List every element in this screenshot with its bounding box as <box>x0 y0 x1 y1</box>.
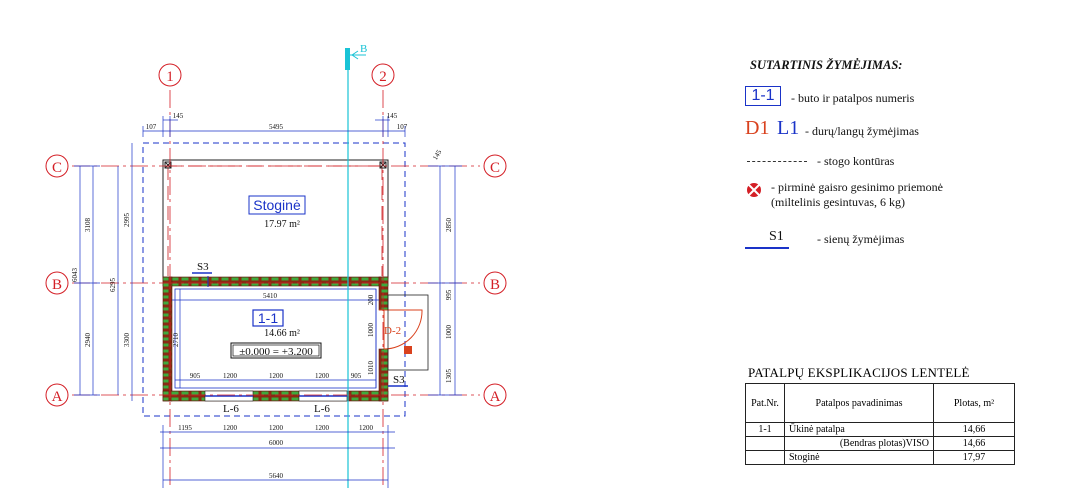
axis-bubble <box>45 271 69 295</box>
door-label: D-2 <box>384 325 401 337</box>
dim-label: 1195 <box>178 424 192 432</box>
axis-label: C <box>52 160 62 176</box>
canopy-name: Stoginė <box>253 197 301 213</box>
legend-wall-line <box>745 247 789 249</box>
dim-label: 2940 <box>84 333 92 348</box>
legend-title: SUTARTINIS ŽYMĖJIMAS: <box>750 58 903 72</box>
explication-table: Pat.Nr. Patalpos pavadinimas Plotas, m² … <box>745 383 1015 465</box>
axis-label: B <box>52 277 62 293</box>
dim-label: 107 <box>146 123 157 131</box>
legend-fire-text-2: (miltelinis gesintuvas, 6 kg) <box>771 195 905 209</box>
dim-label: 995 <box>445 289 453 300</box>
table-header: Pat.Nr. <box>745 383 785 423</box>
axis-bubble <box>483 383 507 407</box>
table-title: PATALPŲ EKSPLIKACIJOS LENTELĖ <box>748 365 970 380</box>
dim-label: 145 <box>387 112 398 120</box>
legend: SUTARTINIS ŽYMĖJIMAS: 1-1 - buto ir pata… <box>745 0 1065 300</box>
axis-label: 2 <box>379 69 387 85</box>
legend-doorwin-text: - durų/langų žymėjimas <box>805 124 919 138</box>
dim-label: 6043 <box>71 268 79 283</box>
roof-outline <box>142 142 406 417</box>
legend-roof-text: - stogo kontūras <box>817 154 895 168</box>
axis-bubble <box>483 271 507 295</box>
dim-label: 1200 <box>223 424 238 432</box>
dim-label: 6295 <box>109 278 117 293</box>
axis-bubble <box>158 63 182 87</box>
fire-extinguisher-icon <box>747 183 761 197</box>
dim-label: 1200 <box>269 424 284 432</box>
wall-label-s3: S3 <box>393 374 405 386</box>
dim-label: 145 <box>431 148 443 162</box>
level-mark: ±0.000 = +3.200 <box>239 346 313 358</box>
table-row: (Bendras plotas)VISO 14,66 <box>745 436 1015 451</box>
legend-wall-text: - sienų žymėjimas <box>817 232 905 246</box>
dim-label: 200 <box>367 294 375 305</box>
dim-label: 1000 <box>445 325 453 340</box>
window-label: L-6 <box>223 403 239 415</box>
dim-label: 2995 <box>123 213 131 228</box>
section-mark: B <box>360 43 367 55</box>
dim-label: 1000 <box>367 323 375 338</box>
canopy-area: 17.97 m² <box>264 219 300 230</box>
floor-plan: Stoginė 17.97 m² D-2 1-1 14.66 m² ±0.000… <box>45 43 507 488</box>
axis-label: A <box>52 389 63 405</box>
dim-label: 6000 <box>269 439 284 447</box>
dim-label: 1200 <box>359 424 374 432</box>
axis-bubble <box>483 154 507 178</box>
dim-label: 1200 <box>315 372 330 380</box>
axis-label: B <box>490 277 500 293</box>
dim-label: 2710 <box>172 333 180 348</box>
dim-label: 5495 <box>269 123 284 131</box>
dim-label: 5410 <box>263 292 278 300</box>
dim-label: 1305 <box>445 369 453 384</box>
axis-bubble <box>371 63 395 87</box>
dim-label: 1200 <box>223 372 238 380</box>
legend-wall-sample: S1 <box>769 229 784 244</box>
door <box>379 294 429 371</box>
legend-room-text: - buto ir patalpos numeris <box>791 91 915 105</box>
table-row: Stoginė 17,97 <box>745 450 1015 465</box>
axis-bubble <box>45 154 69 178</box>
wall-label-s3: S3 <box>197 261 209 273</box>
room-walls <box>162 276 389 402</box>
dim-label: 3108 <box>84 218 92 233</box>
dim-label: 1010 <box>367 361 375 376</box>
axis-bubble <box>45 383 69 407</box>
dim-label: 1200 <box>315 424 330 432</box>
room-number: 1-1 <box>258 310 278 326</box>
dim-label: 107 <box>397 123 408 131</box>
room-area: 14.66 m² <box>264 328 300 339</box>
table-header: Patalpos pavadinimas <box>784 383 934 423</box>
legend-fire-text: - pirminė gaisro gesinimo priemonė <box>771 180 943 194</box>
axis-label: A <box>490 389 501 405</box>
dim-label: 2850 <box>445 218 453 233</box>
legend-roof-sample <box>747 161 807 162</box>
legend-door-sample: D1 <box>745 117 770 139</box>
dim-label: 5640 <box>269 472 284 480</box>
legend-window-sample: L1 <box>777 117 800 139</box>
table-header-row: Pat.Nr. Patalpos pavadinimas Plotas, m² <box>745 383 1015 423</box>
legend-room-sample: 1-1 <box>745 86 781 106</box>
table-header: Plotas, m² <box>933 383 1015 423</box>
dim-label: 1200 <box>269 372 284 380</box>
table-row: 1-1 Ūkinė patalpa 14,66 <box>745 422 1015 437</box>
dim-label: 905 <box>351 372 362 380</box>
post <box>164 161 172 169</box>
dim-label: 905 <box>190 372 201 380</box>
window-label: L-6 <box>314 403 330 415</box>
axis-label: C <box>490 160 500 176</box>
dim-label: 3300 <box>123 333 131 348</box>
dim-label: 145 <box>173 112 184 120</box>
axis-label: 1 <box>166 69 174 85</box>
